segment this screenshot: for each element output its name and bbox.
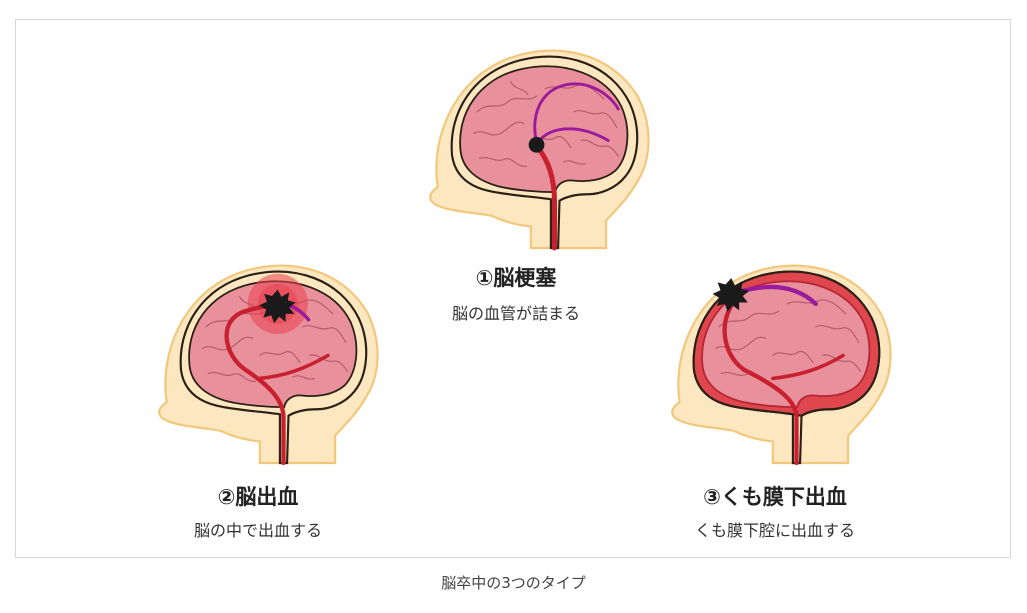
bleed-icon bbox=[259, 289, 296, 324]
type-2-title: ②脳出血 bbox=[217, 485, 299, 509]
bleed-icon bbox=[712, 278, 750, 312]
intracerebral-hemorrhage-illustration bbox=[158, 264, 379, 466]
type-3-desc: くも膜下腔に出血する bbox=[694, 521, 855, 540]
clot-icon bbox=[528, 136, 545, 153]
subarachnoid-hemorrhage-illustration bbox=[671, 264, 892, 466]
type-3-title: ③くも膜下出血 bbox=[703, 485, 847, 509]
figure-caption: 脳卒中の3つのタイプ bbox=[441, 574, 586, 592]
type-1-desc: 脳の血管が詰まる bbox=[451, 304, 580, 323]
ischemic-stroke-illustration bbox=[429, 49, 650, 251]
type-1-title: ①脳梗塞 bbox=[475, 266, 557, 290]
type-2-desc: 脳の中で出血する bbox=[193, 521, 322, 540]
